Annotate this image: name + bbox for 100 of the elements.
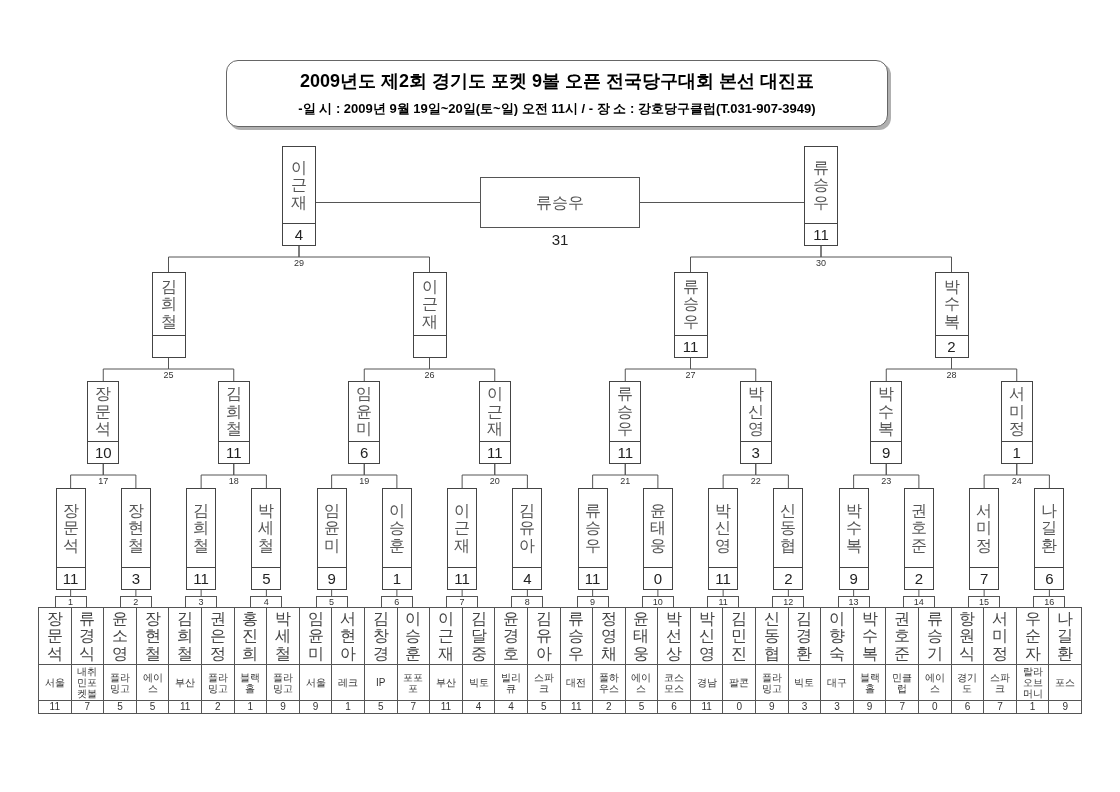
player-name: 이승훈 <box>388 501 405 555</box>
player-box <box>120 488 151 590</box>
match-tag <box>185 596 218 608</box>
player-score: 11 <box>584 571 601 586</box>
player-box <box>87 381 120 464</box>
player-box <box>151 272 186 358</box>
player-score: 11 <box>682 339 699 354</box>
bracket-line <box>494 463 528 489</box>
player-score: 6 <box>360 445 369 460</box>
player-score: 9 <box>849 571 858 586</box>
player-score: 11 <box>62 571 79 586</box>
match-tag <box>511 596 544 608</box>
player-score: 0 <box>653 571 663 586</box>
entrant-name: 김민진 <box>731 609 748 663</box>
bracket-line <box>315 202 481 203</box>
player-name: 김희철 <box>160 277 177 331</box>
match-tag <box>968 596 1001 608</box>
match-number: 31 <box>551 232 569 247</box>
match-number: 2 <box>133 597 139 607</box>
club-name: 포스 <box>1055 677 1076 688</box>
club-name: 풀하우스 <box>597 671 620 694</box>
player-name: 서미정 <box>976 501 993 555</box>
player-box <box>412 272 447 358</box>
match-number: 15 <box>979 597 990 607</box>
bracket-line <box>1048 589 1050 597</box>
match-tag <box>641 596 674 608</box>
match-number: 29 <box>294 259 304 268</box>
player-box <box>381 488 412 590</box>
player-score: 2 <box>947 339 956 354</box>
player-name: 이근재 <box>454 501 471 555</box>
match-score: 11 <box>440 702 452 712</box>
match-number: 3 <box>198 597 204 607</box>
match-score: 1 <box>345 702 351 712</box>
entrant-name: 임윤미 <box>307 609 324 663</box>
club-name: 빅토 <box>468 677 489 688</box>
match-number: 22 <box>750 477 761 486</box>
final-winner-box <box>480 177 640 228</box>
club-name: 포포포 <box>402 671 425 694</box>
match-score: 7 <box>997 702 1003 712</box>
match-number: 8 <box>524 597 530 607</box>
match-score: 11 <box>571 702 582 712</box>
club-name: 내취민포켓볼 <box>76 666 99 699</box>
bracket-line <box>885 463 920 489</box>
entrant-name: 박수복 <box>861 609 878 663</box>
match-number: 23 <box>881 477 892 486</box>
club-name: 에이스 <box>630 671 653 694</box>
entrant-name: 윤소영 <box>112 609 128 663</box>
match-number: 19 <box>359 477 370 486</box>
player-name: 임윤미 <box>356 385 373 438</box>
player-box <box>673 272 708 358</box>
match-score: 11 <box>701 702 712 712</box>
entrant-name: 김유아 <box>535 609 552 663</box>
bracket-line <box>820 245 952 273</box>
player-name: 임윤미 <box>323 501 340 555</box>
match-score: 2 <box>606 702 612 712</box>
player-score: 11 <box>715 571 731 586</box>
entrant-name: 이근재 <box>437 609 454 663</box>
match-tag <box>446 596 479 608</box>
match-score: 1 <box>247 702 254 712</box>
match-number: 6 <box>394 597 400 607</box>
entrant-name: 이승훈 <box>405 609 422 663</box>
entrant-name: 윤태웅 <box>633 609 650 663</box>
entrant-name: 항원식 <box>959 609 976 663</box>
player-box <box>512 488 543 590</box>
match-tag <box>250 596 283 608</box>
match-number: 12 <box>783 597 794 607</box>
bracket-line <box>102 463 137 489</box>
bracket-line <box>526 589 528 597</box>
match-tag <box>54 596 87 608</box>
club-name: 에이스 <box>923 671 946 694</box>
match-number: 24 <box>1011 477 1022 486</box>
match-score: 7 <box>84 702 91 712</box>
entrant-name: 이향숙 <box>829 609 846 663</box>
player-name: 장문석 <box>62 501 79 555</box>
player-box <box>739 381 772 464</box>
club-name: 에이스 <box>141 671 164 694</box>
match-tag <box>902 596 935 608</box>
player-name: 박신영 <box>747 385 764 438</box>
player-score: 1 <box>392 571 402 586</box>
player-name: 김유아 <box>519 501 536 555</box>
bracket-line <box>624 463 659 489</box>
club-name: 부산 <box>175 677 196 688</box>
match-score: 11 <box>49 702 60 712</box>
player-box <box>708 488 739 590</box>
player-name: 이근재 <box>486 385 503 438</box>
match-score: 6 <box>671 702 677 712</box>
match-score: 5 <box>540 702 547 712</box>
bracket-line <box>70 589 72 597</box>
entrant-name: 박선상 <box>666 609 683 663</box>
club-name: 블랙홀 <box>858 671 881 694</box>
player-score: 11 <box>193 571 209 586</box>
entrant-name: 우순자 <box>1024 609 1041 663</box>
player-box <box>577 488 608 590</box>
player-box <box>478 381 511 464</box>
entrant-name: 박세철 <box>274 609 291 663</box>
player-score: 11 <box>486 445 503 460</box>
match-score: 7 <box>899 702 905 712</box>
player-box <box>316 488 347 590</box>
bracket-line <box>233 463 267 489</box>
match-tag <box>380 596 413 608</box>
